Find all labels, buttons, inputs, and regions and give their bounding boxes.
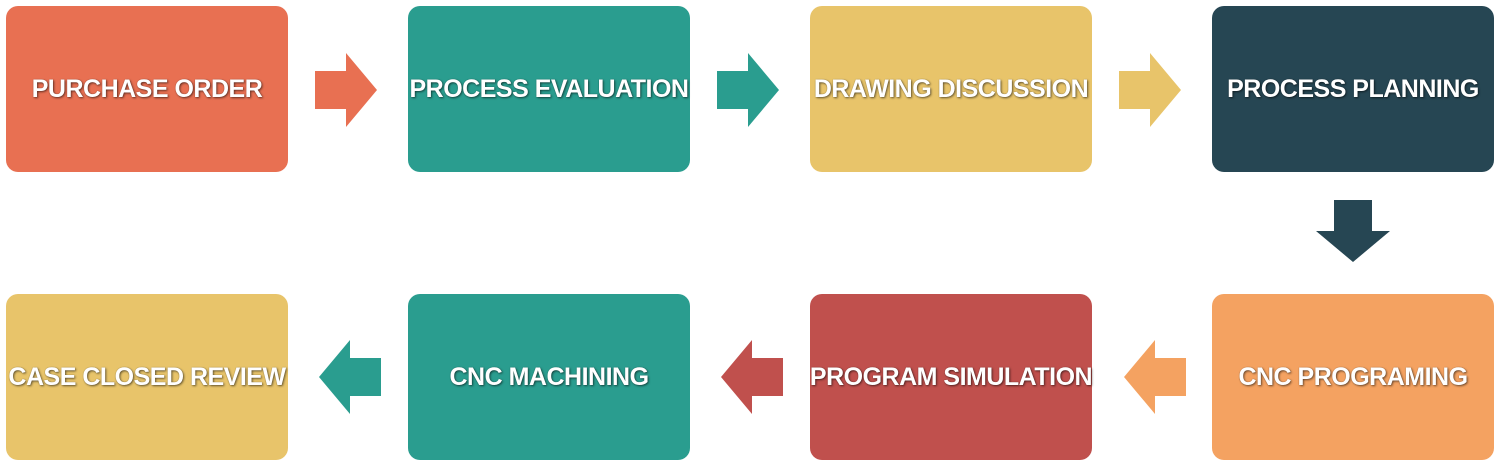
arrow-right-icon [315, 53, 377, 127]
step-drawing-discussion: DRAWING DISCUSSION [810, 6, 1092, 172]
step-label: CASE CLOSED REVIEW [8, 362, 286, 391]
arrow-shape [717, 53, 779, 127]
arrow-shape [1124, 340, 1186, 414]
step-purchase-order: PURCHASE ORDER [6, 6, 288, 172]
arrow-left-icon [1124, 340, 1186, 414]
step-cnc-machining: CNC MACHINING [408, 294, 690, 460]
arrow-left-icon [319, 340, 381, 414]
step-label: CNC PROGRAMING [1238, 362, 1468, 391]
arrow-shape [721, 340, 783, 414]
step-label: PURCHASE ORDER [31, 74, 263, 103]
arrow-shape [1119, 53, 1181, 127]
step-label: PROGRAM SIMULATION [809, 362, 1093, 391]
arrow-shape [315, 53, 377, 127]
step-program-simulation: PROGRAM SIMULATION [809, 294, 1093, 460]
arrow-shape [319, 340, 381, 414]
step-label: PROCESS PLANNING [1227, 74, 1479, 103]
step-case-closed-review: CASE CLOSED REVIEW [6, 294, 288, 460]
step-label: CNC MACHINING [449, 362, 649, 391]
step-label: PROCESS EVALUATION [409, 74, 690, 103]
arrow-down-icon [1316, 200, 1390, 262]
step-cnc-programing: CNC PROGRAMING [1212, 294, 1494, 460]
step-process-planning: PROCESS PLANNING [1212, 6, 1494, 172]
arrow-left-icon [721, 340, 783, 414]
arrow-right-icon [1119, 53, 1181, 127]
arrow-right-icon [717, 53, 779, 127]
arrow-shape [1316, 200, 1390, 262]
step-process-evaluation: PROCESS EVALUATION [408, 6, 690, 172]
step-label: DRAWING DISCUSSION [813, 74, 1089, 103]
